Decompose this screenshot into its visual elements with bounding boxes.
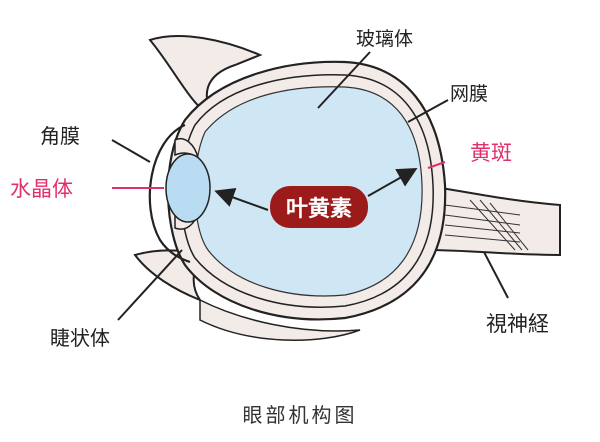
optic-nerve-fibers (444, 199, 529, 251)
pointer-vitreous (317, 51, 371, 109)
label-cornea: 角膜 (40, 124, 80, 148)
arrow-to-lens (214, 188, 269, 211)
pointer-cornea (111, 139, 151, 163)
label-lens: 水晶体 (10, 177, 73, 201)
label-ciliary: 睫状体 (50, 326, 110, 350)
label-retina: 网膜 (450, 83, 488, 105)
pointer-retina (407, 99, 449, 123)
optic-nerve (418, 183, 561, 257)
label-macula: 黄斑 (470, 141, 512, 165)
pointer-lines (111, 51, 509, 321)
upper-eyelid (148, 34, 263, 121)
pointer-optic-nerve (483, 251, 509, 299)
caption: 眼部机构图 (243, 403, 358, 427)
label-optic-nerve: 視神経 (486, 312, 549, 336)
lower-orbit-tissue (199, 298, 361, 341)
lutein-badge (270, 186, 368, 228)
arrow-to-macula (367, 168, 418, 197)
label-lutein: 叶黄素 (286, 196, 352, 222)
label-vitreous: 玻璃体 (356, 28, 413, 50)
retina-layer (180, 74, 434, 308)
pointer-ciliary (117, 249, 183, 321)
pointer-macula (427, 161, 446, 169)
lens (165, 153, 211, 223)
